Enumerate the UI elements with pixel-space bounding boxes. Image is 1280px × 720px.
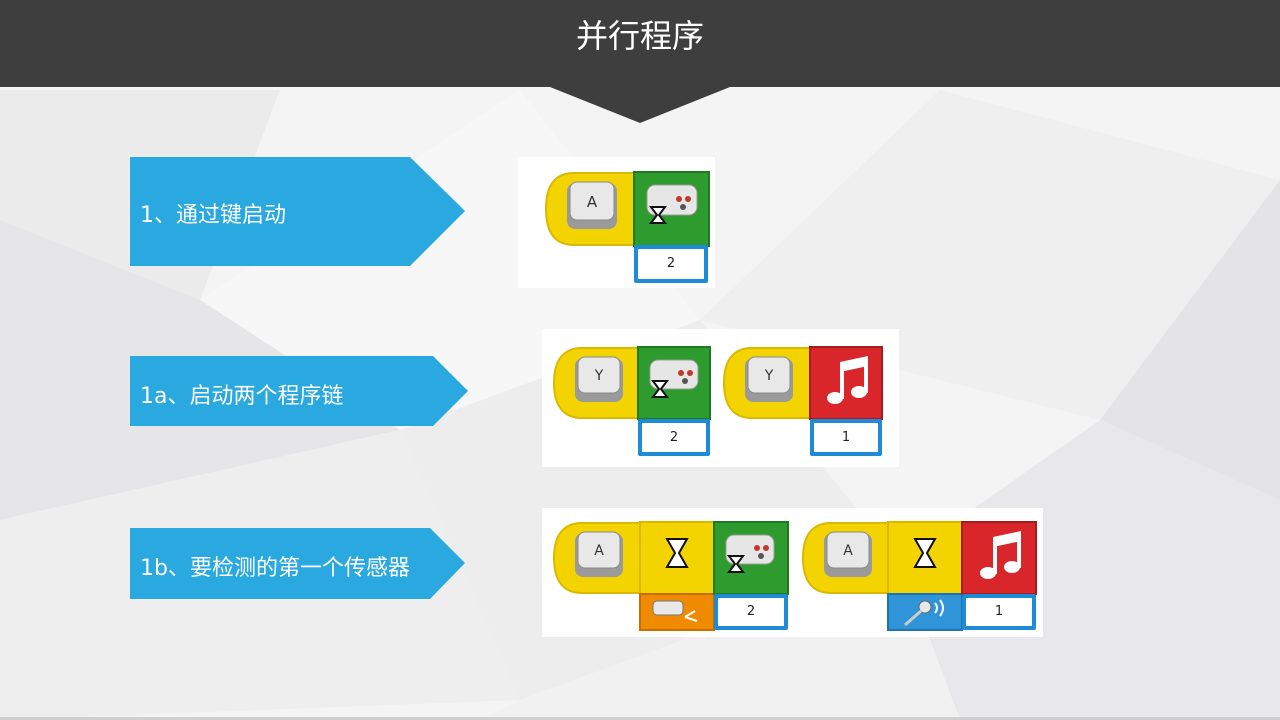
- sound-number-input[interactable]: 1: [962, 594, 1036, 630]
- wait-block[interactable]: [639, 521, 715, 595]
- row-label-text: 1、通过键启动: [140, 203, 286, 228]
- tilt-sensor-input[interactable]: [639, 593, 715, 631]
- value-text: 2: [638, 249, 704, 279]
- program-panel-3: A 2 A: [542, 508, 1043, 637]
- wait-block[interactable]: [887, 521, 963, 595]
- sound-block[interactable]: [809, 346, 883, 420]
- bottom-divider: [0, 717, 1280, 720]
- label-arrow-shape: [130, 356, 468, 426]
- label-arrow-shape: [130, 157, 465, 266]
- row-label-text: 1a、启动两个程序链: [140, 384, 344, 409]
- row-label-1: 1、通过键启动: [130, 157, 466, 266]
- program-panel-1: A 2: [518, 157, 715, 288]
- sound-block[interactable]: [961, 521, 1037, 595]
- program-panel-2: Y 2 Y 1: [542, 329, 899, 467]
- sound-number-input[interactable]: 1: [810, 419, 882, 456]
- motor-duration-input[interactable]: 2: [638, 419, 710, 456]
- key-label: A: [843, 543, 853, 559]
- motor-duration-input[interactable]: 2: [714, 594, 788, 630]
- header-bar: [0, 0, 1280, 87]
- key-y-icon: Y: [745, 356, 793, 402]
- header-notch: [550, 87, 730, 123]
- row-label-3: 1b、要检测的第一个传感器: [130, 528, 466, 599]
- key-a-icon: A: [575, 531, 623, 577]
- motor-duration-input[interactable]: 2: [634, 245, 708, 283]
- key-a-icon: A: [824, 531, 872, 577]
- value-text: 1: [814, 423, 878, 452]
- label-arrow-shape: [130, 528, 465, 599]
- sound-sensor-input[interactable]: [887, 593, 963, 631]
- row-label-2: 1a、启动两个程序链: [130, 356, 469, 426]
- key-label: A: [594, 543, 604, 559]
- key-a-icon: A: [567, 181, 617, 229]
- key-y-icon: Y: [575, 356, 623, 402]
- key-label: Y: [764, 368, 774, 384]
- motor-on-block[interactable]: [713, 521, 789, 595]
- key-label: A: [587, 193, 598, 211]
- motor-on-block[interactable]: [633, 171, 710, 247]
- value-text: 1: [966, 598, 1032, 626]
- value-text: 2: [718, 598, 784, 626]
- value-text: 2: [642, 423, 706, 452]
- page-title: 并行程序: [575, 17, 704, 55]
- motor-on-block[interactable]: [637, 346, 711, 420]
- key-label: Y: [594, 368, 604, 384]
- row-label-text: 1b、要检测的第一个传感器: [140, 556, 410, 581]
